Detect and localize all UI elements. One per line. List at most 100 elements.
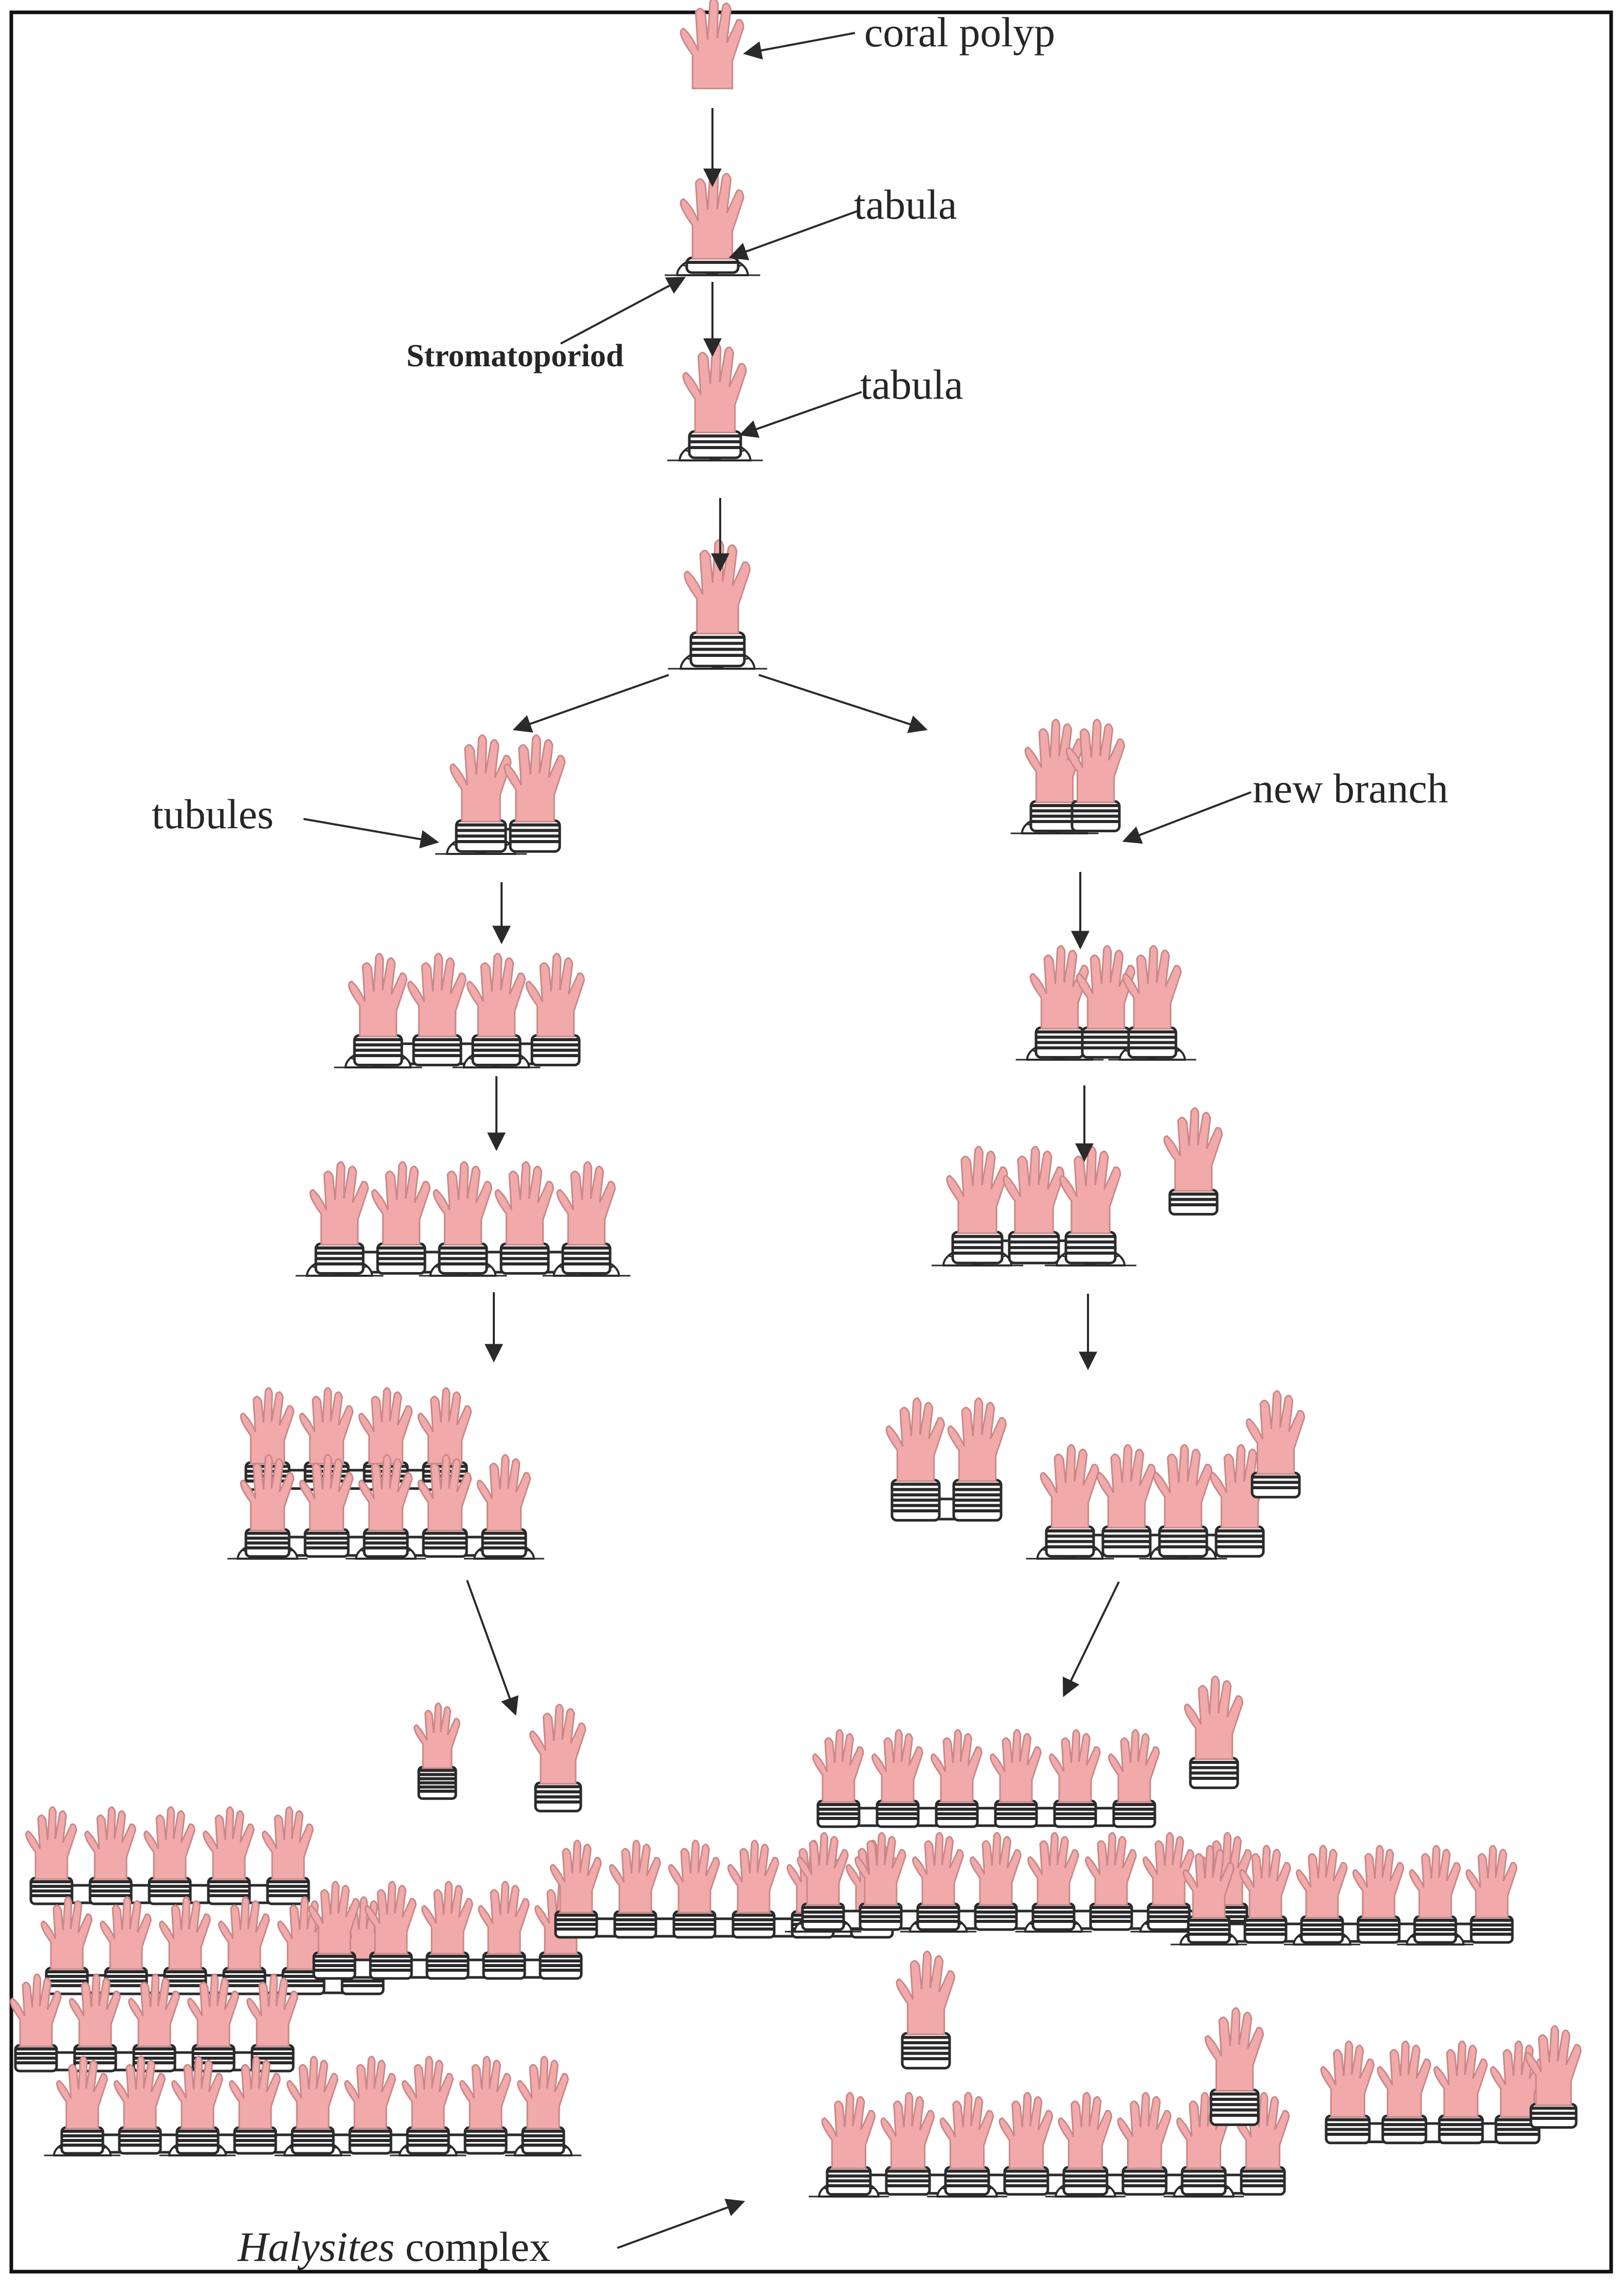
label-halysites-genus: Halysites <box>237 2223 395 2270</box>
arrow-tubules-label <box>303 818 439 849</box>
polyp-icon <box>885 1397 945 1482</box>
polyp-icon <box>1085 1832 1137 1906</box>
label-stromatoporiod: Stromatoporiod <box>406 338 624 373</box>
polyp-icon <box>309 1161 369 1246</box>
polyp-icon <box>466 953 526 1038</box>
polyp-icon <box>348 953 408 1038</box>
polyp-icon <box>299 1387 354 1465</box>
polyp-icon <box>797 1832 849 1906</box>
polyp-icon <box>407 953 467 1038</box>
polyp-icon <box>402 2056 454 2130</box>
corallite-row <box>809 2092 1290 2198</box>
polyp-icon <box>727 1840 779 1914</box>
polyp-icon <box>1320 2040 1375 2118</box>
polyp-icon <box>680 0 744 90</box>
polyp-icon <box>69 1973 121 2047</box>
polyp-icon <box>1163 1107 1223 1192</box>
polyp-icon <box>218 1896 270 1970</box>
corallite <box>529 1703 586 1813</box>
polyp-icon <box>1003 1146 1065 1234</box>
polyp-icon <box>529 1703 586 1785</box>
polyp-icon <box>550 1840 602 1914</box>
polyp-icon <box>287 2056 338 2130</box>
polyp-icon <box>871 1729 923 1803</box>
label-new-branch: new branch <box>1253 765 1448 812</box>
polyp-icon <box>417 1387 472 1465</box>
labels: coral polyp tabula Stromatoporiod tabula… <box>152 9 1448 2270</box>
polyp-icon <box>1040 1444 1100 1529</box>
polyp-icon <box>854 1832 906 1906</box>
corallite <box>680 0 744 90</box>
corallite-row <box>931 1146 1137 1266</box>
polyp-icon <box>1143 1832 1194 1906</box>
polyp-icon <box>525 953 585 1038</box>
polyp-icon <box>262 1806 314 1880</box>
corallite-row <box>308 1881 586 1980</box>
corallite-row <box>1015 945 1197 1061</box>
corallite-row <box>885 1397 1007 1522</box>
polyp-icon <box>478 1881 530 1955</box>
polyp-icon <box>1117 2092 1172 2169</box>
polyp-icon <box>1027 1832 1079 1906</box>
coral-figures <box>10 0 1582 2198</box>
polyp-icon <box>682 342 747 434</box>
polyp-icon <box>1204 2007 1264 2092</box>
polyp-icon <box>1183 1845 1235 1919</box>
polyp-icon <box>10 1973 62 2047</box>
corallite <box>1163 1107 1223 1216</box>
polyp-icon <box>159 1896 211 1970</box>
polyp-icon <box>668 1840 720 1914</box>
arrows <box>303 32 1252 2249</box>
polyp-icon <box>365 1881 417 1955</box>
corallite <box>1525 2025 1582 2129</box>
polyp-icon <box>144 1806 195 1880</box>
polyp-icon <box>1409 1845 1461 1919</box>
polyp-icon <box>240 1454 295 1531</box>
polyp-icon <box>1096 1444 1156 1529</box>
arrow-stromatoporiod-label <box>560 277 686 345</box>
corallite <box>1245 1390 1306 1498</box>
polyp-icon <box>912 1832 964 1906</box>
polyp-icon <box>1024 719 1084 804</box>
polyp-icon <box>1184 1675 1244 1760</box>
polyp-icon <box>128 1973 180 2047</box>
polyp-icon <box>1065 719 1126 804</box>
polyp-icon <box>450 734 512 823</box>
polyp-icon <box>990 1729 1042 1803</box>
polyp-icon <box>459 2056 511 2130</box>
polyp-icon <box>100 1896 152 1970</box>
polyp-icon <box>433 1161 493 1246</box>
polyp-icon <box>187 1973 239 2047</box>
polyp-icon <box>358 1387 413 1465</box>
corallite-row <box>1010 719 1126 834</box>
corallite <box>1204 2007 1264 2126</box>
polyp-icon <box>1049 1729 1101 1803</box>
polyp-icon <box>1377 2040 1432 2118</box>
polyp-icon <box>1296 1845 1348 1919</box>
corallite-row <box>1170 1845 1518 1946</box>
corallite-row <box>44 2056 582 2156</box>
corallite-row <box>227 1454 544 1560</box>
polyp-icon <box>1059 1146 1121 1234</box>
label-tubules: tubules <box>152 791 274 837</box>
arrow-new-branch-label <box>1122 791 1252 844</box>
corallite <box>896 1950 956 2069</box>
polyp-icon <box>240 1387 295 1465</box>
polyp-icon <box>1352 1845 1404 1919</box>
polyp-icon <box>494 1161 555 1246</box>
polyp-icon <box>84 1806 136 1880</box>
arrow-split-left <box>512 674 669 733</box>
connecting-tubule <box>827 1807 1146 1827</box>
polyp-icon <box>946 1146 1008 1234</box>
polyp-icon <box>1466 1845 1518 1919</box>
tubule-cylinder <box>685 256 740 274</box>
corallite-row <box>25 1806 314 1905</box>
corallite-row <box>1026 1444 1270 1560</box>
polyp-icon <box>1153 1444 1213 1529</box>
label-coral-polyp: coral polyp <box>864 9 1055 56</box>
corallite <box>668 539 768 670</box>
corallite-row <box>1320 2040 1545 2145</box>
polyp-icon <box>1239 1845 1291 1919</box>
polyp-icon <box>1076 945 1136 1030</box>
